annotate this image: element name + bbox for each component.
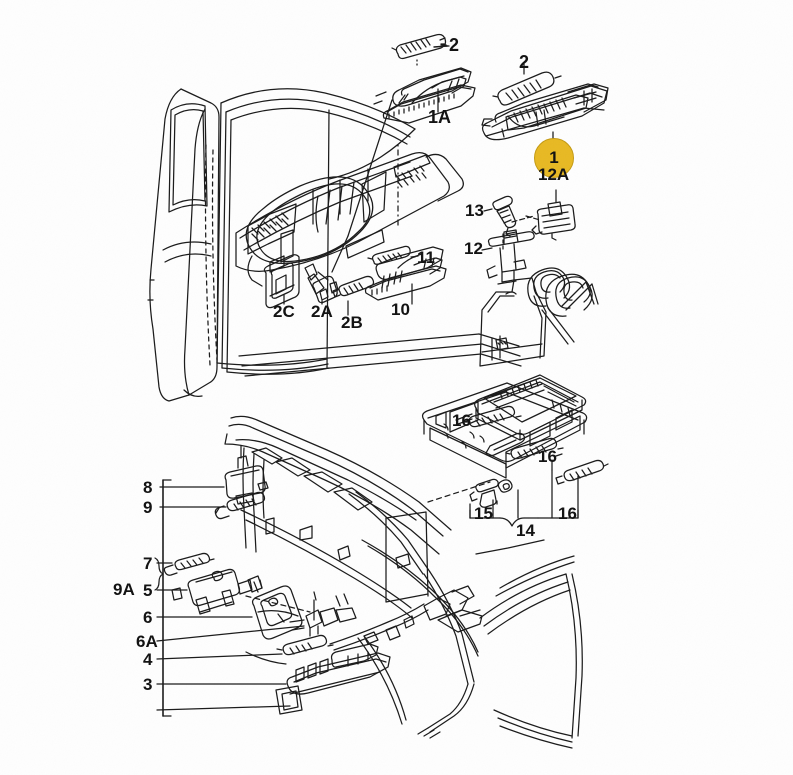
callout-3: 3 — [143, 675, 153, 694]
spiral-springs — [527, 267, 599, 345]
callout-5: 5 — [143, 581, 153, 600]
rear-hatch — [224, 415, 583, 749]
callout-4: 4 — [143, 650, 153, 669]
clip-12A — [531, 189, 576, 241]
lamp-assembly-1 — [481, 83, 609, 141]
callout-13: 13 — [465, 201, 484, 220]
callout-2A: 2A — [311, 302, 333, 321]
callout-15: 15 — [474, 504, 493, 523]
leader-12 — [481, 247, 493, 251]
mirror-bracket — [479, 277, 547, 367]
licence-bulb-16-a — [463, 405, 522, 428]
leader-13 — [483, 208, 493, 212]
callout-2C: 2C — [273, 302, 295, 321]
callout-2-right: 2 — [519, 52, 530, 72]
callout-16-b: 16 — [538, 447, 557, 466]
part-4-bulb — [276, 634, 334, 656]
callout-14: 14 — [516, 521, 535, 540]
callout-12: 12 — [464, 239, 483, 258]
part-5-striker — [171, 568, 263, 615]
callout-12A: 12A — [538, 165, 570, 184]
screw-2B — [332, 275, 375, 316]
leader-4 — [156, 653, 283, 660]
leader-extra — [156, 705, 291, 711]
licence-lamp-housing — [421, 382, 588, 479]
callout-16-a: 16 — [452, 411, 471, 430]
callout-10: 10 — [391, 300, 410, 319]
callout-6: 6 — [143, 608, 153, 627]
door-opening-pillar — [204, 88, 522, 377]
callout-2B: 2B — [341, 313, 363, 332]
glovebox-bulb-11 — [367, 245, 419, 265]
clip-12 — [486, 229, 535, 285]
licence-screw-16 — [555, 459, 609, 485]
callout-8: 8 — [143, 478, 153, 497]
callout-6A: 6A — [136, 632, 158, 651]
callout-7: 7 — [143, 554, 153, 573]
callout-9: 9 — [143, 498, 153, 517]
bulb-2-top — [391, 33, 447, 67]
callout-1A: 1A — [428, 107, 452, 127]
callout-11: 11 — [417, 248, 435, 267]
leader-6A — [156, 625, 305, 642]
callout-2-top: 2 — [449, 35, 460, 55]
callout-9A: 9A — [113, 580, 135, 599]
callout-16-c: 16 — [558, 504, 577, 523]
front-door-panel — [147, 88, 220, 402]
part-7-screw — [163, 552, 215, 576]
